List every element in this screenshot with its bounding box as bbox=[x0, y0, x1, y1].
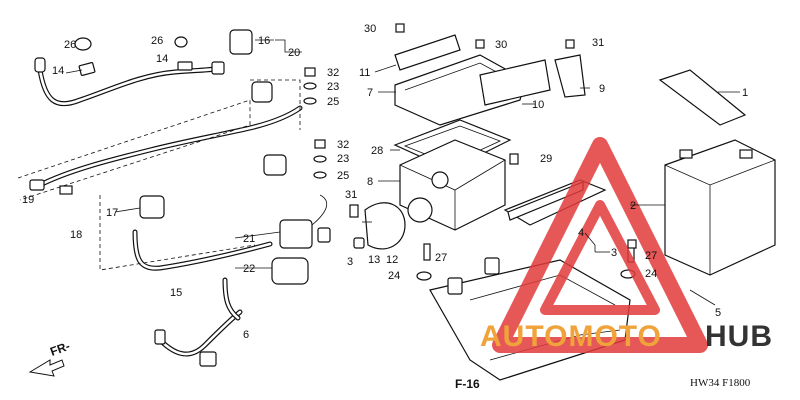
callout-31a: 31 bbox=[592, 37, 604, 49]
callout-27a: 27 bbox=[435, 252, 447, 264]
bracket-9 bbox=[554, 54, 586, 98]
callout-7: 7 bbox=[367, 87, 373, 99]
callout-1: 1 bbox=[742, 87, 748, 99]
bolt-19 bbox=[59, 185, 73, 195]
callout-30b: 30 bbox=[495, 39, 507, 51]
clamp-26 bbox=[74, 36, 188, 51]
callout-20: 20 bbox=[288, 47, 300, 59]
front-direction-label: FR- bbox=[48, 339, 72, 359]
bracket-11 bbox=[394, 34, 461, 71]
callout-labels: 1 2 3 3 4 5 6 7 8 9 10 11 12 13 14 14 15… bbox=[22, 23, 748, 341]
callout-29: 29 bbox=[540, 153, 552, 165]
callout-25b: 25 bbox=[337, 170, 349, 182]
battery-case-8 bbox=[399, 139, 506, 231]
callout-9: 9 bbox=[599, 83, 605, 95]
nut-stack bbox=[303, 67, 327, 179]
callout-15: 15 bbox=[170, 287, 182, 299]
starter-cable bbox=[132, 229, 273, 271]
reference-label: F-16 bbox=[455, 377, 480, 391]
fuse-plate-13 bbox=[364, 202, 406, 250]
front-direction-arrow: FR- bbox=[28, 339, 72, 377]
watermark-text-hub: HUB bbox=[705, 320, 773, 353]
callout-32b: 32 bbox=[337, 139, 349, 151]
terminal-cover-17 bbox=[139, 154, 287, 219]
battery-cable-upper bbox=[34, 57, 225, 107]
callout-25a: 25 bbox=[327, 96, 339, 108]
callout-30a: 30 bbox=[364, 23, 376, 35]
callout-leaders bbox=[65, 39, 740, 306]
bolt-29 bbox=[509, 153, 519, 165]
callout-10: 10 bbox=[532, 99, 544, 111]
relay-cover-22 bbox=[271, 257, 309, 285]
callout-11: 11 bbox=[359, 67, 370, 79]
watermark bbox=[492, 137, 708, 353]
callout-3b: 3 bbox=[611, 247, 617, 259]
callout-16: 16 bbox=[258, 35, 270, 47]
starter-relay-21 bbox=[279, 194, 331, 249]
callout-31b: 31 bbox=[345, 189, 357, 201]
callout-2: 2 bbox=[630, 200, 636, 212]
callout-18: 18 bbox=[70, 229, 82, 241]
callout-6: 6 bbox=[243, 329, 249, 341]
bolt-27 bbox=[423, 243, 635, 263]
callout-26b: 26 bbox=[151, 35, 163, 47]
wire-harness-6 bbox=[154, 277, 243, 367]
battery-strap-1 bbox=[658, 69, 747, 126]
battery-2 bbox=[664, 139, 776, 276]
callout-19: 19 bbox=[22, 194, 34, 206]
clip-14 bbox=[78, 61, 193, 77]
callout-24b: 24 bbox=[645, 268, 657, 280]
bolt-31 bbox=[349, 39, 575, 218]
battery-cable-lower bbox=[29, 105, 303, 191]
callout-5: 5 bbox=[715, 307, 721, 319]
callout-17: 17 bbox=[106, 207, 118, 219]
callout-14a: 14 bbox=[52, 65, 64, 77]
callout-4: 4 bbox=[578, 227, 584, 239]
callout-22: 22 bbox=[243, 263, 255, 275]
terminal-cover-16 bbox=[229, 29, 273, 103]
callout-12: 12 bbox=[386, 254, 398, 266]
watermark-text-moto: AUTOMOTO bbox=[480, 320, 662, 353]
dashed-guides-left bbox=[17, 79, 301, 271]
callout-23a: 23 bbox=[327, 81, 339, 93]
callout-8: 8 bbox=[367, 176, 373, 188]
grommet-3 bbox=[353, 237, 637, 249]
callout-21: 21 bbox=[243, 233, 255, 245]
callout-13: 13 bbox=[368, 254, 380, 266]
bracket-10 bbox=[479, 59, 551, 106]
callout-32a: 32 bbox=[327, 67, 339, 79]
bolt-30 bbox=[395, 23, 485, 49]
callout-28: 28 bbox=[371, 145, 383, 157]
callout-3a: 3 bbox=[347, 256, 353, 268]
callout-14b: 14 bbox=[156, 53, 168, 65]
callout-24a: 24 bbox=[388, 270, 400, 282]
callout-26a: 26 bbox=[64, 39, 76, 51]
callout-23b: 23 bbox=[337, 153, 349, 165]
drawing-code: HW34 F1800 bbox=[690, 377, 751, 389]
callout-27b: 27 bbox=[645, 250, 657, 262]
